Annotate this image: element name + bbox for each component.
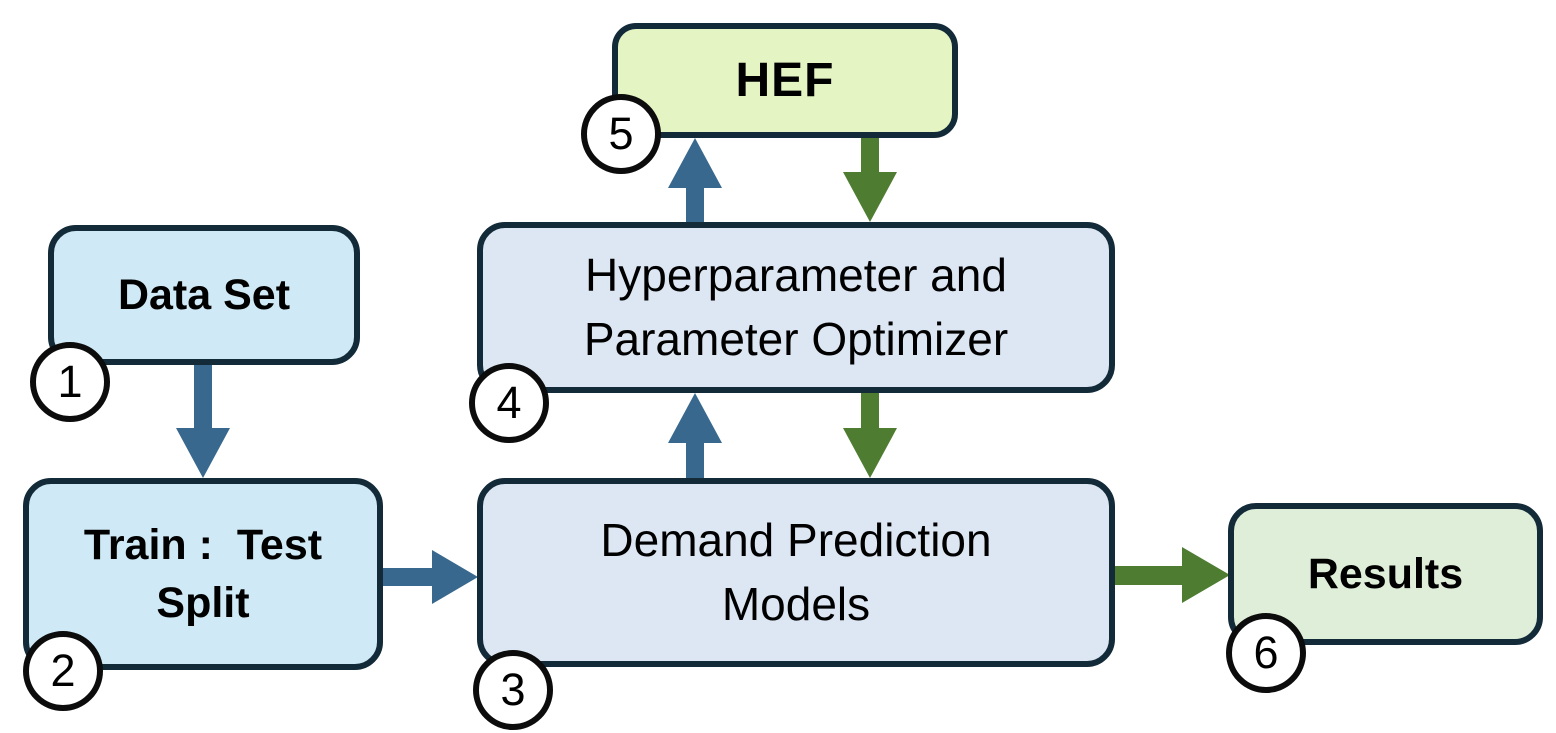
node-demand-prediction-models: Demand Prediction Models: [477, 478, 1115, 667]
node-optimizer-line1: Hyperparameter and: [585, 249, 1007, 302]
arrow-split-to-models-shaft: [380, 568, 434, 586]
arrow-models-to-optimizer-head: [668, 393, 722, 443]
step-badge-5: 5: [581, 94, 661, 174]
node-train-test-split-line1: Train : Test: [83, 520, 323, 569]
arrow-optimizer-to-hef-shaft: [686, 186, 704, 224]
arrow-optimizer-to-models-shaft: [861, 391, 879, 430]
node-demand-models-line2: Models: [721, 577, 871, 630]
step-badge-1: 1: [30, 342, 110, 422]
arrow-dataset-to-split-head: [176, 428, 230, 478]
step-badge-2-number: 2: [50, 645, 76, 696]
step-badge-6: 6: [1226, 613, 1306, 693]
node-demand-models-line1: Demand Prediction: [600, 514, 992, 567]
node-optimizer-line2: Parameter Optimizer: [583, 312, 1009, 365]
step-badge-2: 2: [23, 631, 103, 711]
step-badge-1-number: 1: [57, 356, 83, 407]
node-hef-label: HEF: [735, 54, 835, 107]
arrow-optimizer-to-hef-head: [668, 138, 722, 188]
node-train-test-split-line2: Split: [156, 579, 250, 627]
arrow-optimizer-to-models-head: [843, 428, 897, 478]
arrow-models-to-results-shaft: [1112, 566, 1184, 585]
arrow-models-to-results-head: [1182, 547, 1230, 603]
node-hef: HEF: [612, 23, 958, 138]
arrow-dataset-to-split-shaft: [194, 362, 212, 430]
node-data-set-label: Data Set: [117, 270, 291, 319]
step-badge-4-number: 4: [496, 377, 522, 428]
step-badge-4: 4: [469, 363, 549, 443]
step-badge-6-number: 6: [1253, 627, 1279, 678]
step-badge-3: 3: [473, 650, 553, 730]
node-data-set: Data Set: [48, 225, 360, 365]
arrow-models-to-optimizer-shaft: [686, 441, 704, 481]
node-parameter-optimizer: Hyperparameter and Parameter Optimizer: [477, 222, 1115, 393]
step-badge-3-number: 3: [500, 664, 526, 715]
step-badge-5-number: 5: [608, 108, 634, 159]
arrow-hef-to-optimizer-shaft: [861, 136, 879, 174]
arrow-hef-to-optimizer-head: [843, 172, 897, 222]
arrow-split-to-models-head: [432, 550, 478, 604]
node-results-label: Results: [1307, 549, 1464, 598]
